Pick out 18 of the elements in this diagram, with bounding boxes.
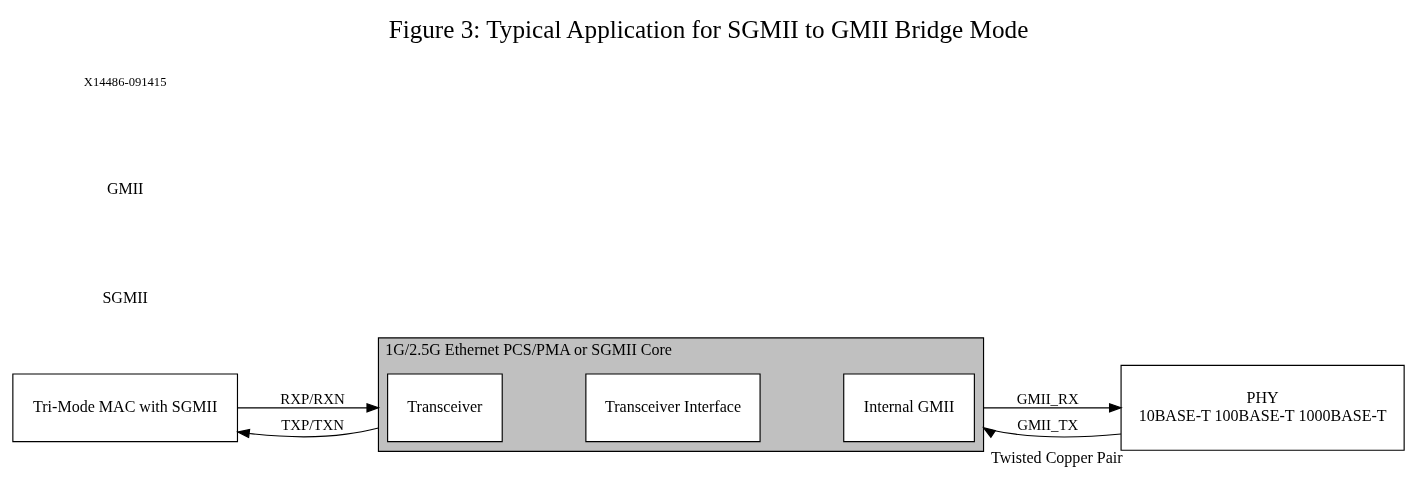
edge-label: RXP/RXN [280,390,345,407]
node-box: Internal GMII [843,372,975,442]
label: X14486-091415 [83,74,167,89]
label: SGMII [102,288,148,306]
arrow [237,402,381,413]
edge-label: GMII_RX [1016,390,1079,407]
arrow [982,402,1123,413]
arrow [236,426,379,438]
diagram-title: Figure 3: Typical Application for SGMII to GMII Bridge Mode [388,15,1029,43]
node-box: Tri-Mode MAC with SGMII [12,372,239,442]
node-box: PHY 10BASE-T 100BASE-T 1000BASE-T [1120,364,1405,451]
arrow [982,426,1122,438]
node-label: Twisted Copper Pair [991,448,1123,466]
edge-label: TXP/TXN [281,416,344,433]
node-box: Transceiver Interface [585,372,761,442]
label: GMII [106,179,144,197]
edge-label: GMII_TX [1017,416,1079,433]
node-box: Transceiver [387,372,503,442]
